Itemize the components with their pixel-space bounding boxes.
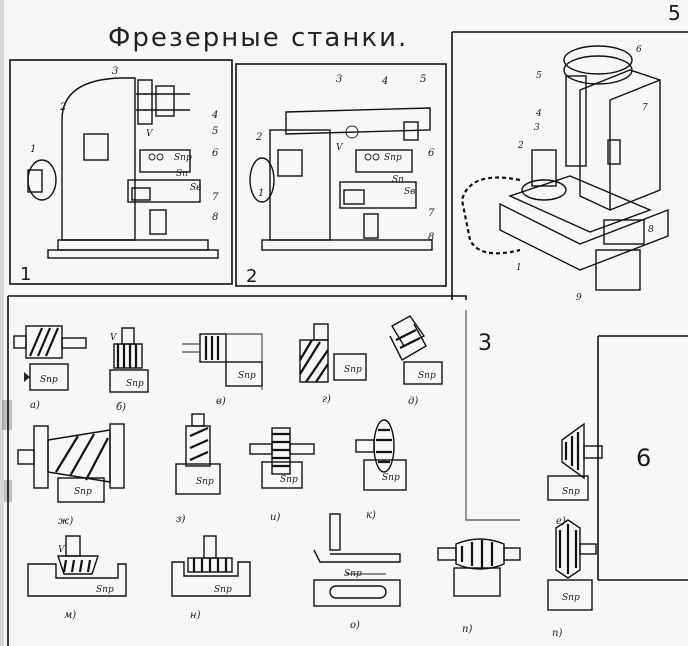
scheme-p-right: Sпр п) [547,519,597,639]
scheme-k-label: к) [366,510,376,521]
panel-1-feed-sn: Sп [176,169,188,179]
scheme-b: V Sпр б) [109,327,149,413]
scheme-b-v: V [110,333,118,343]
scheme-g-label: г) [322,394,331,405]
panel-1-frame [9,59,233,285]
scheme-e-feed: Sпр [562,487,580,497]
scheme-a-label: а) [30,400,40,411]
corner-mark: 5 [668,1,681,25]
panel-2-universal-milling-machine: 1 2 3 4 5 6 7 8 V Sпр Sп Sв 2 [235,63,447,287]
panel-1-number: 1 [20,264,31,285]
panel-2-feed-snp: Sпр [384,153,402,163]
panel-3-callout-8: 8 [648,225,654,235]
scheme-p-right-label: п) [552,628,562,639]
scheme-zh-feed: Sпр [74,487,92,497]
scheme-v: Sпр в) [182,333,263,407]
panel-2-callout-7: 7 [428,208,435,219]
scheme-z-label: з) [176,514,185,525]
panel-3-callout-1: 1 [516,263,522,273]
panel-3-callout-9: 9 [576,293,582,303]
panel-3-callout-2: 2 [517,141,524,151]
panel-2-callout-2: 2 [255,132,262,143]
scheme-o-label: о) [350,620,360,631]
scheme-k: Sпр к) [355,419,407,521]
panel-3-callout-7: 7 [642,103,648,113]
scheme-v-feed: Sпр [238,371,256,381]
panel-2-frame [235,63,447,287]
panel-2-callout-1: 1 [258,188,264,199]
panel-2-callout-3: 3 [336,74,342,85]
scheme-e: Sпр е) [547,422,603,527]
scheme-n: Sпр н) [171,535,251,621]
panel-2-callout-4: 4 [381,76,388,87]
scheme-zh-label: ж) [58,516,73,527]
panel-1-callout-4: 4 [211,110,218,121]
scheme-i-label: и) [270,512,280,523]
panel-1-horizontal-milling-machine: 1 2 3 4 5 6 7 8 V Sпр Sп Sв 1 [9,59,233,285]
scheme-b-label: б) [116,402,126,413]
scheme-p-left: п) [437,538,521,635]
scheme-a: Sпр а) [13,325,87,411]
scheme-b-feed: Sпр [126,379,144,389]
scheme-o: Sпр о) [313,513,401,631]
panel-2-v-label: V [336,143,344,153]
scheme-m: V Sпр м) [27,535,127,621]
panel-1-callout-3: 3 [112,66,118,77]
scheme-z-feed: Sпр [196,477,214,487]
page-title: Фрезерные станки. [108,23,408,53]
panel-3-callout-3: 3 [534,123,540,133]
scheme-zh: Sпр ж) [17,423,125,527]
panel-3-callout-6: 6 [636,45,642,55]
panel-1-callout-6: 6 [212,148,219,159]
scheme-m-v: V [58,545,66,555]
panel-2-callout-5: 5 [420,74,426,85]
panel-2-number: 2 [246,266,257,287]
scheme-p-right-feed: Sпр [562,593,580,603]
scheme-m-feed: Sпр [96,585,114,595]
scheme-m-label: м) [64,610,76,621]
panel-3-callout-4: 4 [535,109,542,119]
panel-1-feed-snp: Sпр [174,153,192,163]
scheme-e-label: е) [556,516,566,527]
panel-2-callout-8: 8 [428,232,434,243]
panel-3-machining-center: 1 2 3 4 5 6 7 8 9 [451,31,688,303]
panel-3-callout-5: 5 [536,71,542,81]
scheme-g: Sпр г) [299,323,367,405]
schemes-region-number: 3 [478,331,492,356]
schemes-side-number: 6 [636,444,651,472]
scheme-n-label: н) [190,610,201,621]
panel-1-callout-5: 5 [212,126,218,137]
scheme-d-feed: Sпр [418,371,436,381]
scheme-i: Sпр и) [249,427,315,523]
panel-2-feed-sn: Sп [392,175,404,185]
scheme-v-label: в) [216,396,226,407]
panel-1-callout-7: 7 [212,192,219,203]
panel-1-feed-sb: Sв [190,183,201,193]
panel-1-callout-8: 8 [212,212,218,223]
scheme-g-feed: Sпр [344,365,362,375]
scheme-d: Sпр д) [389,315,443,407]
panel-1-callout-1: 1 [30,144,36,155]
scheme-d-label: д) [408,396,418,407]
scheme-a-feed: Sпр [40,375,58,385]
scheme-n-feed: Sпр [214,585,232,595]
panel-1-callout-2: 2 [59,102,66,113]
panel-2-feed-sb: Sв [404,187,415,197]
scheme-z: Sпр з) [175,413,221,525]
scheme-o-feed: Sпр [344,569,362,579]
panel-2-callout-6: 6 [428,148,435,159]
scheme-k-feed: Sпр [382,473,400,483]
scheme-i-feed: Sпр [280,475,298,485]
scheme-p-left-label: п) [462,624,472,635]
panel-1-v-label: V [146,129,154,139]
